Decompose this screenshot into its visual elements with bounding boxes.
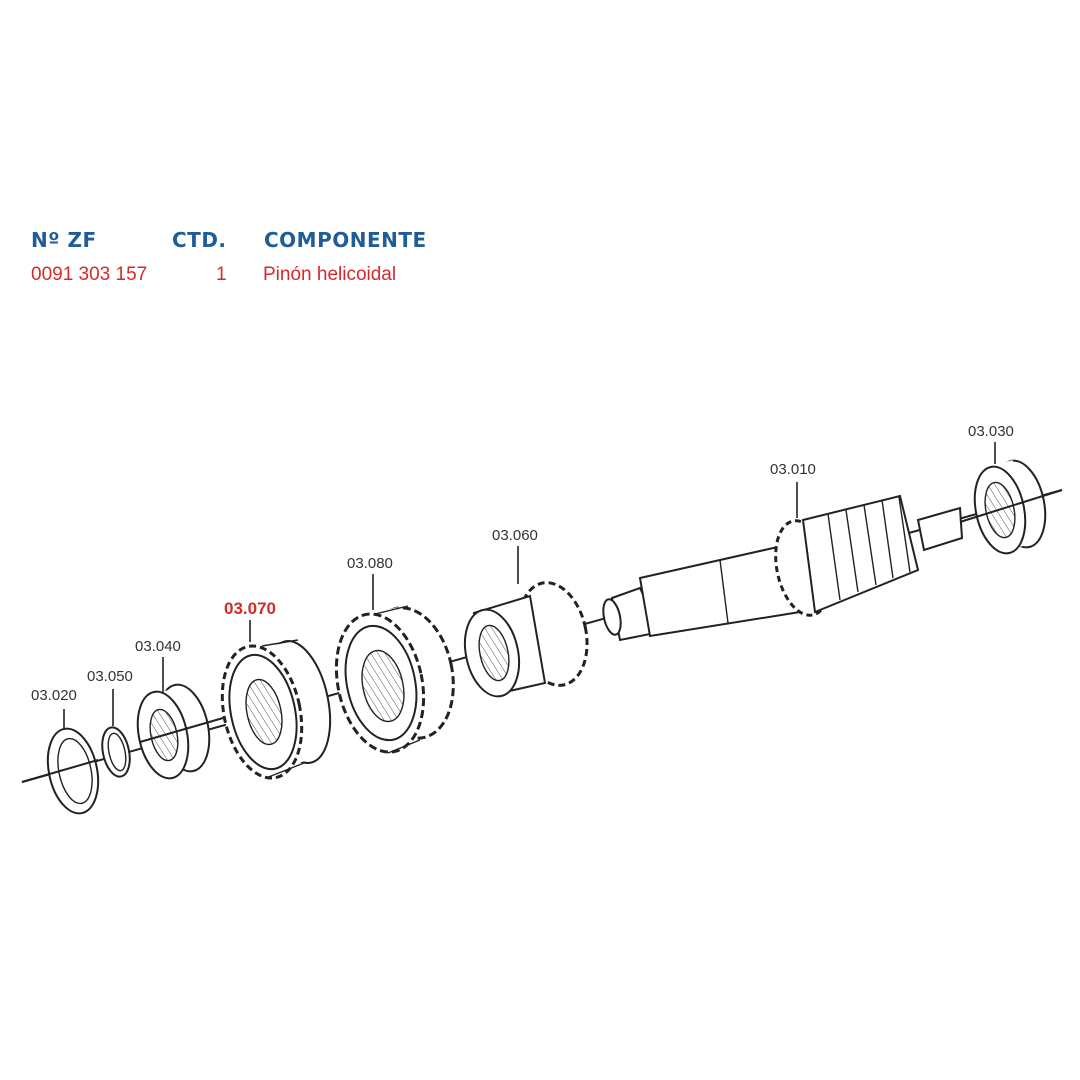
part-03-080-gear[interactable] (324, 600, 464, 760)
label-03-020: 03.020 (31, 687, 77, 704)
leader-lines (63, 442, 996, 730)
header-nr-zf: Nº ZF (31, 228, 97, 252)
label-03-010: 03.010 (770, 461, 816, 478)
part-03-040-bearing[interactable] (130, 680, 231, 783)
label-03-070-highlighted: 03.070 (224, 599, 276, 618)
part-03-050-snap-ring[interactable] (98, 725, 134, 779)
part-03-010-main-shaft[interactable] (600, 494, 964, 642)
quantity-value: 1 (216, 264, 227, 285)
part-03-070-helical-pinion[interactable] (211, 635, 340, 785)
part-03-020-washer[interactable] (21, 724, 105, 818)
label-03-060: 03.060 (492, 527, 538, 544)
label-03-040: 03.040 (135, 638, 181, 655)
component-name-value: Pinón helicoidal (263, 264, 397, 285)
label-03-050: 03.050 (87, 668, 133, 685)
part-03-030-end-bearing[interactable] (959, 456, 1063, 558)
header-component: COMPONENTE (264, 228, 427, 252)
label-03-080: 03.080 (347, 555, 393, 572)
header-quantity: CTD. (172, 228, 227, 252)
part-number-value: 0091 303 157 (31, 264, 148, 285)
label-03-030: 03.030 (968, 423, 1014, 440)
part-03-060-cone-gear[interactable] (457, 576, 596, 701)
